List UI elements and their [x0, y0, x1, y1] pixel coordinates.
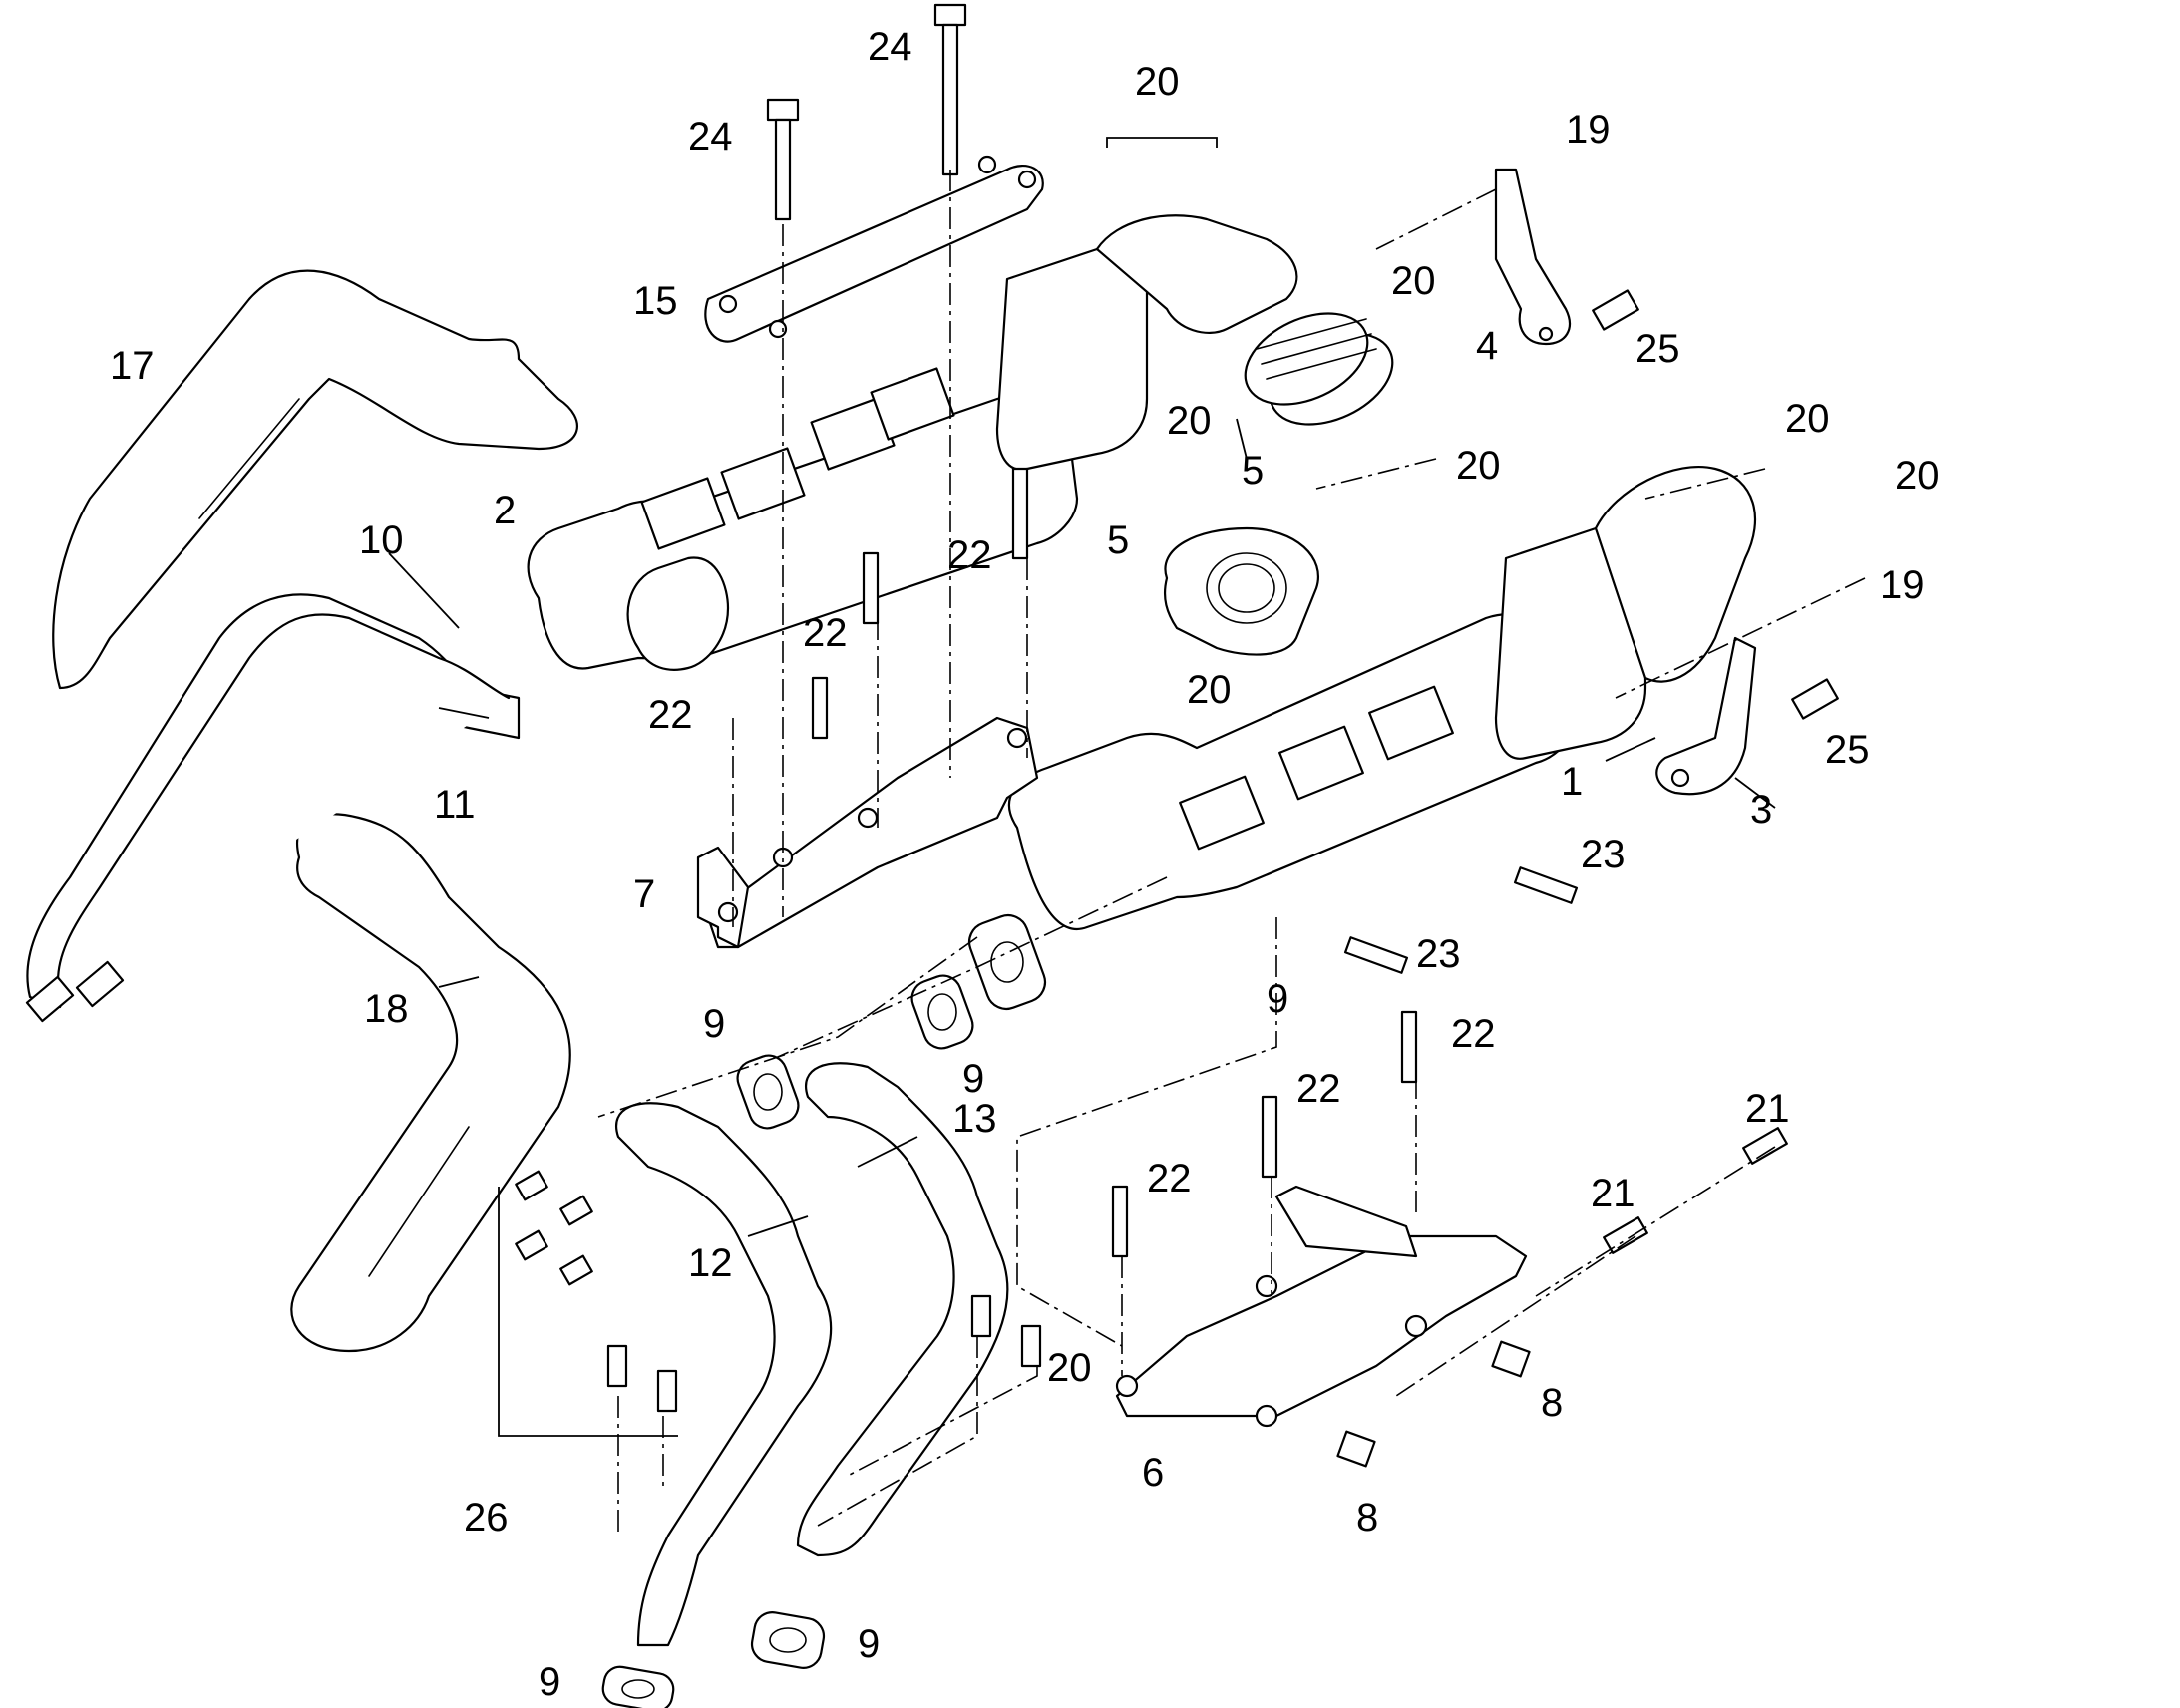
callout-label: 25: [1825, 728, 1870, 772]
gasket-9-e: [967, 913, 1047, 1011]
bracket-15: [704, 155, 1044, 343]
gasket-9-b: [910, 974, 974, 1050]
callout-label: 11: [434, 783, 476, 827]
callout-label: 4: [1476, 324, 1498, 368]
callout-label: 21: [1591, 1172, 1635, 1215]
callout-label: 3: [1750, 788, 1772, 832]
gasket-9-c: [750, 1611, 826, 1669]
callout-label: 20: [1135, 60, 1180, 104]
callout-label: 19: [1880, 563, 1925, 607]
callout-labels: 24 24 20 19 20 4 25 15 17 20 5 20 20 20 …: [110, 25, 1940, 1704]
callout-label: 20: [1047, 1346, 1092, 1390]
callout-leaders: [388, 418, 1776, 1237]
callout-label: 5: [1242, 449, 1264, 493]
callout-label: 18: [364, 987, 409, 1031]
bracket-7: [696, 716, 1039, 949]
callout-label: 8: [1541, 1381, 1563, 1425]
callout-label: 10: [359, 518, 404, 562]
callout-label: 23: [1416, 932, 1461, 976]
callout-label: 26: [464, 1496, 509, 1539]
callout-label: 19: [1566, 108, 1611, 152]
bolt-24-left: [766, 98, 800, 221]
bracket-3: [1655, 636, 1757, 796]
gasket-9-d: [601, 1665, 675, 1708]
callout-label: 6: [1142, 1451, 1164, 1495]
callout-label: 21: [1745, 1087, 1790, 1131]
clamp-5-upper: [1244, 312, 1394, 426]
callout-label: 9: [962, 1057, 984, 1101]
callout-label: 20: [1187, 668, 1232, 712]
callout-label: 9: [539, 1660, 560, 1704]
callout-label: 20: [1391, 259, 1436, 303]
callout-label: 20: [1167, 399, 1212, 443]
callout-label: 12: [688, 1241, 733, 1285]
callout-label: 15: [633, 279, 678, 323]
callout-label: 20: [1785, 397, 1830, 441]
callout-label: 2: [494, 489, 516, 532]
callout-label: 1: [1561, 760, 1583, 804]
pipe-18: [290, 813, 571, 1353]
callout-label: 22: [1451, 1012, 1496, 1056]
exhaust-assembly-2: [527, 214, 1298, 671]
callout-label: 8: [1356, 1496, 1378, 1539]
callout-label: 25: [1635, 327, 1680, 371]
callout-label: 20: [1895, 454, 1940, 498]
callout-label: 9: [858, 1622, 880, 1666]
bolt-24-right: [933, 3, 967, 176]
gasket-9-a: [736, 1054, 800, 1130]
pipe-11: [25, 593, 521, 1023]
callout-label: 24: [688, 115, 733, 159]
callout-label: 7: [633, 872, 655, 916]
fasteners: [515, 289, 1839, 1468]
callout-label: 5: [1107, 518, 1129, 562]
callout-label: 23: [1581, 833, 1626, 876]
callout-label: 22: [803, 611, 848, 655]
callout-label: 22: [1147, 1157, 1192, 1200]
pipe-17: [52, 269, 578, 690]
callout-brackets: [498, 137, 1218, 1437]
bracket-6: [1115, 1185, 1528, 1428]
pipe-12: [615, 1102, 833, 1647]
exhaust-assembly-1: [1007, 466, 1757, 931]
bracket-4: [1494, 168, 1572, 346]
callout-label: 20: [1456, 444, 1501, 488]
pipe-13: [796, 1062, 1009, 1557]
callout-label: 22: [648, 693, 693, 737]
callout-label: 13: [952, 1097, 997, 1141]
callout-label: 9: [703, 1002, 725, 1046]
callout-label: 9: [1267, 977, 1288, 1021]
callout-label: 24: [868, 25, 912, 69]
callout-label: 17: [110, 344, 155, 388]
callout-label: 22: [947, 533, 992, 577]
callout-label: 22: [1296, 1067, 1341, 1111]
leader-lines: [597, 170, 1866, 1536]
clamp-5-lower: [1163, 526, 1319, 656]
